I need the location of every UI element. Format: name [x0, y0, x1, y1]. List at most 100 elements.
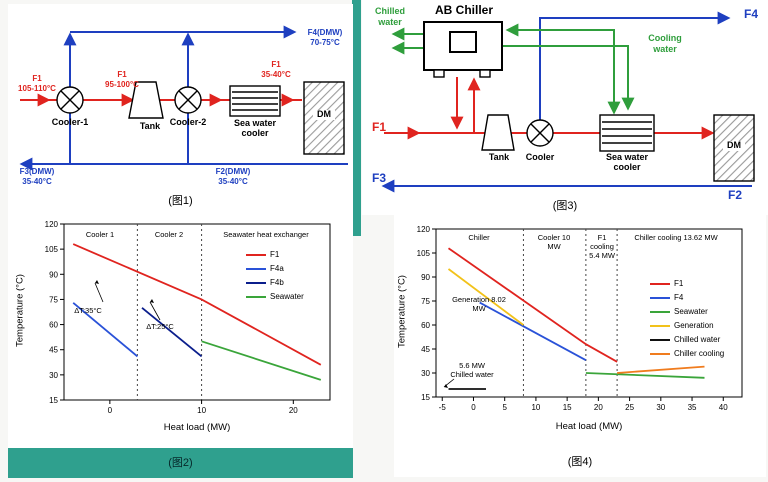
figure2-caption: (图2)	[168, 457, 193, 469]
y-tick-label: 75	[421, 297, 430, 306]
legend-entry: Seawater	[246, 290, 304, 303]
legend-entry: F4	[650, 291, 724, 304]
legend-entry: Chilled water	[650, 333, 724, 346]
legend-swatch	[246, 253, 266, 256]
legend-label: F4b	[270, 278, 284, 287]
legend-label: Generation	[674, 321, 714, 330]
annotation-arrowhead	[95, 280, 99, 284]
ab-chiller-title: AB Chiller	[434, 3, 493, 17]
annotation-arrowhead	[444, 384, 448, 388]
figure3-caption: (图3)	[552, 200, 578, 212]
series-generation	[447, 268, 524, 326]
stream-name: F3(DMW)	[19, 167, 55, 176]
stream-label-f1-outlet: F1 35-40°C	[248, 60, 304, 80]
y-tick-label: 15	[49, 396, 58, 405]
legend-label: F1	[270, 250, 280, 259]
chart-region-label: Cooler 1	[85, 230, 115, 239]
cooling-water-label: Cooling water	[648, 33, 682, 55]
stream-temp: 70-75°C	[310, 38, 340, 47]
legend-label: Chilled water	[674, 335, 721, 344]
y-tick-label: 90	[421, 273, 430, 282]
figure3-flow-diagram: Chilled water AB Chiller Cooling water F…	[362, 0, 768, 215]
annotation-arrowhead	[150, 299, 154, 303]
teal-divider-strip	[352, 0, 361, 236]
legend-swatch	[246, 295, 266, 298]
y-tick-label: 105	[417, 249, 431, 258]
y-tick-label: 120	[417, 225, 431, 234]
figure2-caption-banner: (图2)	[8, 448, 353, 478]
y-axis-title: Temperature (°C)	[14, 274, 26, 347]
legend-label: F4	[674, 293, 684, 302]
legend-entry: F1	[650, 277, 724, 290]
y-axis-title: Temperature (°C)	[396, 275, 408, 348]
series-f1	[72, 243, 322, 366]
y-tick-label: 120	[45, 220, 59, 229]
annotation-arrow	[149, 301, 161, 321]
figure1-diagram-canvas	[19, 25, 348, 171]
x-tick-label: 30	[656, 403, 665, 412]
x-tick-label: 0	[471, 403, 476, 412]
chart-region-label: Chiller cooling 13.62 MW	[634, 233, 718, 242]
stream-name: F1	[117, 70, 127, 79]
legend-swatch	[650, 282, 670, 285]
stream-temp: 35-40°C	[22, 177, 52, 186]
cooler2-label: Cooler-2	[169, 117, 207, 127]
series-f4b	[141, 307, 203, 358]
chart-region-label: Cooler 10 MW	[537, 233, 571, 251]
y-tick-label: 30	[421, 369, 430, 378]
x-tick-label: 35	[688, 403, 697, 412]
y-tick-label: 60	[421, 321, 430, 330]
series-f4	[479, 301, 587, 361]
legend-entry: Seawater	[650, 305, 724, 318]
stream-label-f1-mid: F1 95-100°C	[96, 70, 148, 90]
tank-symbol	[128, 81, 164, 119]
dm-label: DM	[723, 140, 745, 151]
stream-label-f1: F1	[371, 120, 386, 134]
x-tick-label: 20	[289, 406, 298, 415]
legend-entry: Chiller cooling	[650, 347, 724, 360]
stream-label-f4: F4	[743, 7, 758, 21]
legend-label: Seawater	[674, 307, 708, 316]
legend-swatch	[246, 281, 266, 284]
figure4-caption: (图4)	[567, 456, 593, 468]
figure3-diagram-canvas	[381, 11, 755, 193]
chart-region-label: F1 cooling 5.4 MW	[589, 233, 615, 260]
series-chiller-cooling	[617, 365, 705, 374]
tank-symbol	[481, 114, 515, 151]
legend-swatch	[246, 267, 266, 270]
stream-name: F1	[271, 60, 281, 69]
dm-label: DM	[313, 109, 335, 120]
x-tick-label: 15	[563, 403, 572, 412]
equipment-shapes	[56, 81, 345, 155]
series-f4a	[72, 302, 138, 358]
y-tick-label: 105	[45, 245, 59, 254]
chart-region-label: Chiller	[468, 233, 490, 242]
cooling-water-green-lines	[391, 23, 635, 115]
legend-entry: Generation	[650, 319, 724, 332]
series-seawater	[201, 340, 322, 381]
figure1-flow-diagram: F1 105-110°C F1 95-100°C F1 35-40°C F4(D…	[8, 4, 353, 210]
y-tick-label: 45	[421, 345, 430, 354]
stream-label-f1-inlet: F1 105-110°C	[10, 74, 64, 94]
figure1-caption: (图1)	[168, 195, 193, 207]
series-f1	[447, 247, 618, 363]
annotation-dt35: ΔT:35°C	[74, 306, 102, 315]
seawater-cooler-symbol	[229, 85, 281, 117]
x-tick-label: 10	[197, 406, 206, 415]
x-axis-title: Heat load (MW)	[555, 421, 623, 432]
legend-swatch	[650, 338, 670, 341]
x-tick-label: 25	[625, 403, 634, 412]
stream-temp: 105-110°C	[18, 84, 56, 93]
stream-label-f4: F4(DMW) 70-75°C	[298, 28, 352, 48]
seawater-cooler-label: Sea water cooler	[233, 118, 277, 138]
cooler-label: Cooler	[525, 152, 555, 162]
seawater-cooler-symbol	[599, 114, 655, 152]
y-tick-label: 30	[49, 371, 58, 380]
annotation-dt25: ΔT:25°C	[146, 322, 174, 331]
cooler1-label: Cooler-1	[51, 117, 89, 127]
legend-label: F1	[674, 279, 684, 288]
